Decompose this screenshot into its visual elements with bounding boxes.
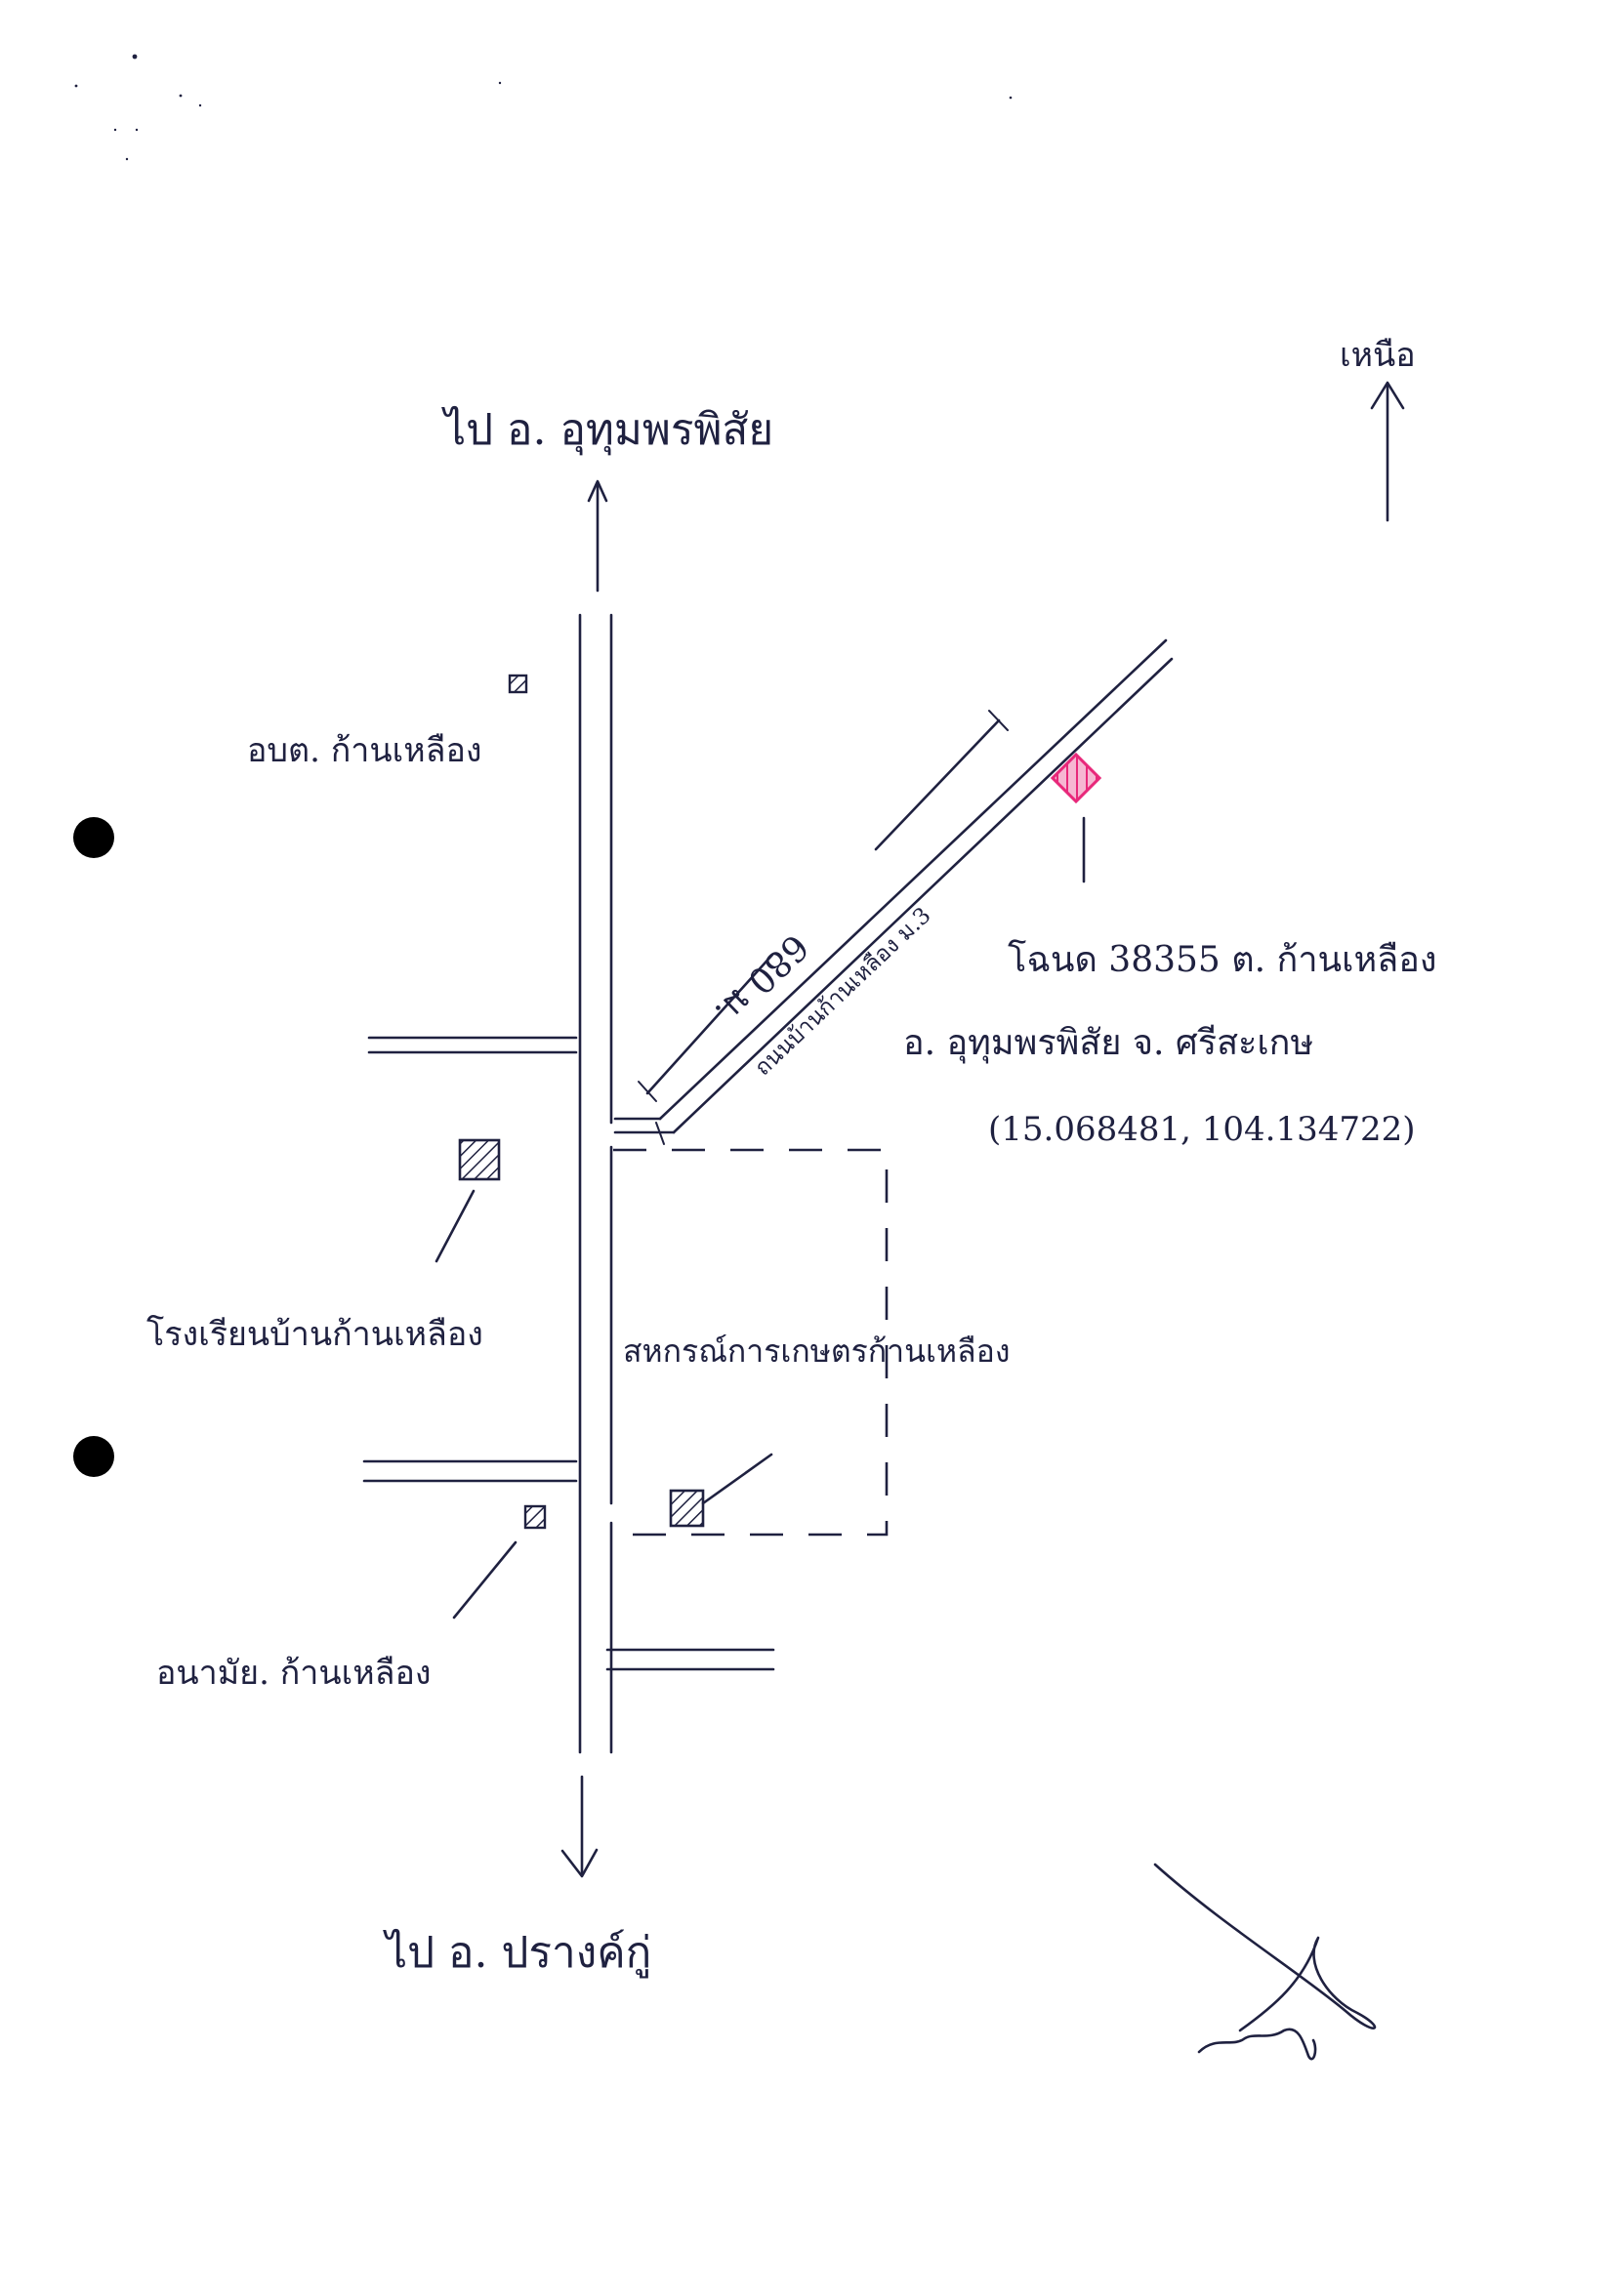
arrow-to-south xyxy=(560,1775,599,1878)
school-marker xyxy=(435,1138,501,1263)
health-station-label: อนามัย. ก้านเหลือง xyxy=(156,1654,432,1693)
distance-dimension xyxy=(638,710,1009,1102)
punch-hole-top xyxy=(73,817,114,858)
signature xyxy=(1153,1863,1377,2061)
to-utumporn-label: ไป อ. อุทุมพรพิสัย xyxy=(441,405,773,456)
side-road-west-lower xyxy=(362,1459,578,1483)
site-district-label: อ. อุทุมพรพิสัย จ. ศรีสะเกษ xyxy=(903,1023,1313,1064)
coop-marker xyxy=(669,1453,773,1528)
site-parcel-marker xyxy=(1050,752,1102,883)
school-label: โรงเรียนบ้านก้านเหลือง xyxy=(146,1315,483,1354)
north-label: เหนือ xyxy=(1340,336,1416,375)
health-station-marker xyxy=(452,1504,547,1620)
punch-hole-bottom xyxy=(73,1436,114,1477)
arrow-to-north xyxy=(587,479,608,593)
coop-area-boundary xyxy=(613,1148,889,1537)
north-arrow xyxy=(1370,381,1405,522)
sao-marker xyxy=(508,674,528,694)
site-deed-label: โฉนด 38355 ต. ก้านเหลือง xyxy=(1008,939,1436,980)
to-prangku-label: ไป อ. ปรางค์กู่ xyxy=(383,1928,651,1979)
coop-label: สหกรณ์การเกษตรก้านเหลือง xyxy=(623,1332,1010,1370)
diagonal-road xyxy=(613,638,1174,1145)
scan-specks xyxy=(74,54,1013,161)
side-road-east xyxy=(605,1648,775,1671)
side-road-west-upper xyxy=(367,1036,578,1054)
sao-label: อบต. ก้านเหลือง xyxy=(247,731,482,770)
site-coordinates: (15.068481, 104.134722) xyxy=(988,1110,1416,1149)
main-road xyxy=(578,613,613,1754)
